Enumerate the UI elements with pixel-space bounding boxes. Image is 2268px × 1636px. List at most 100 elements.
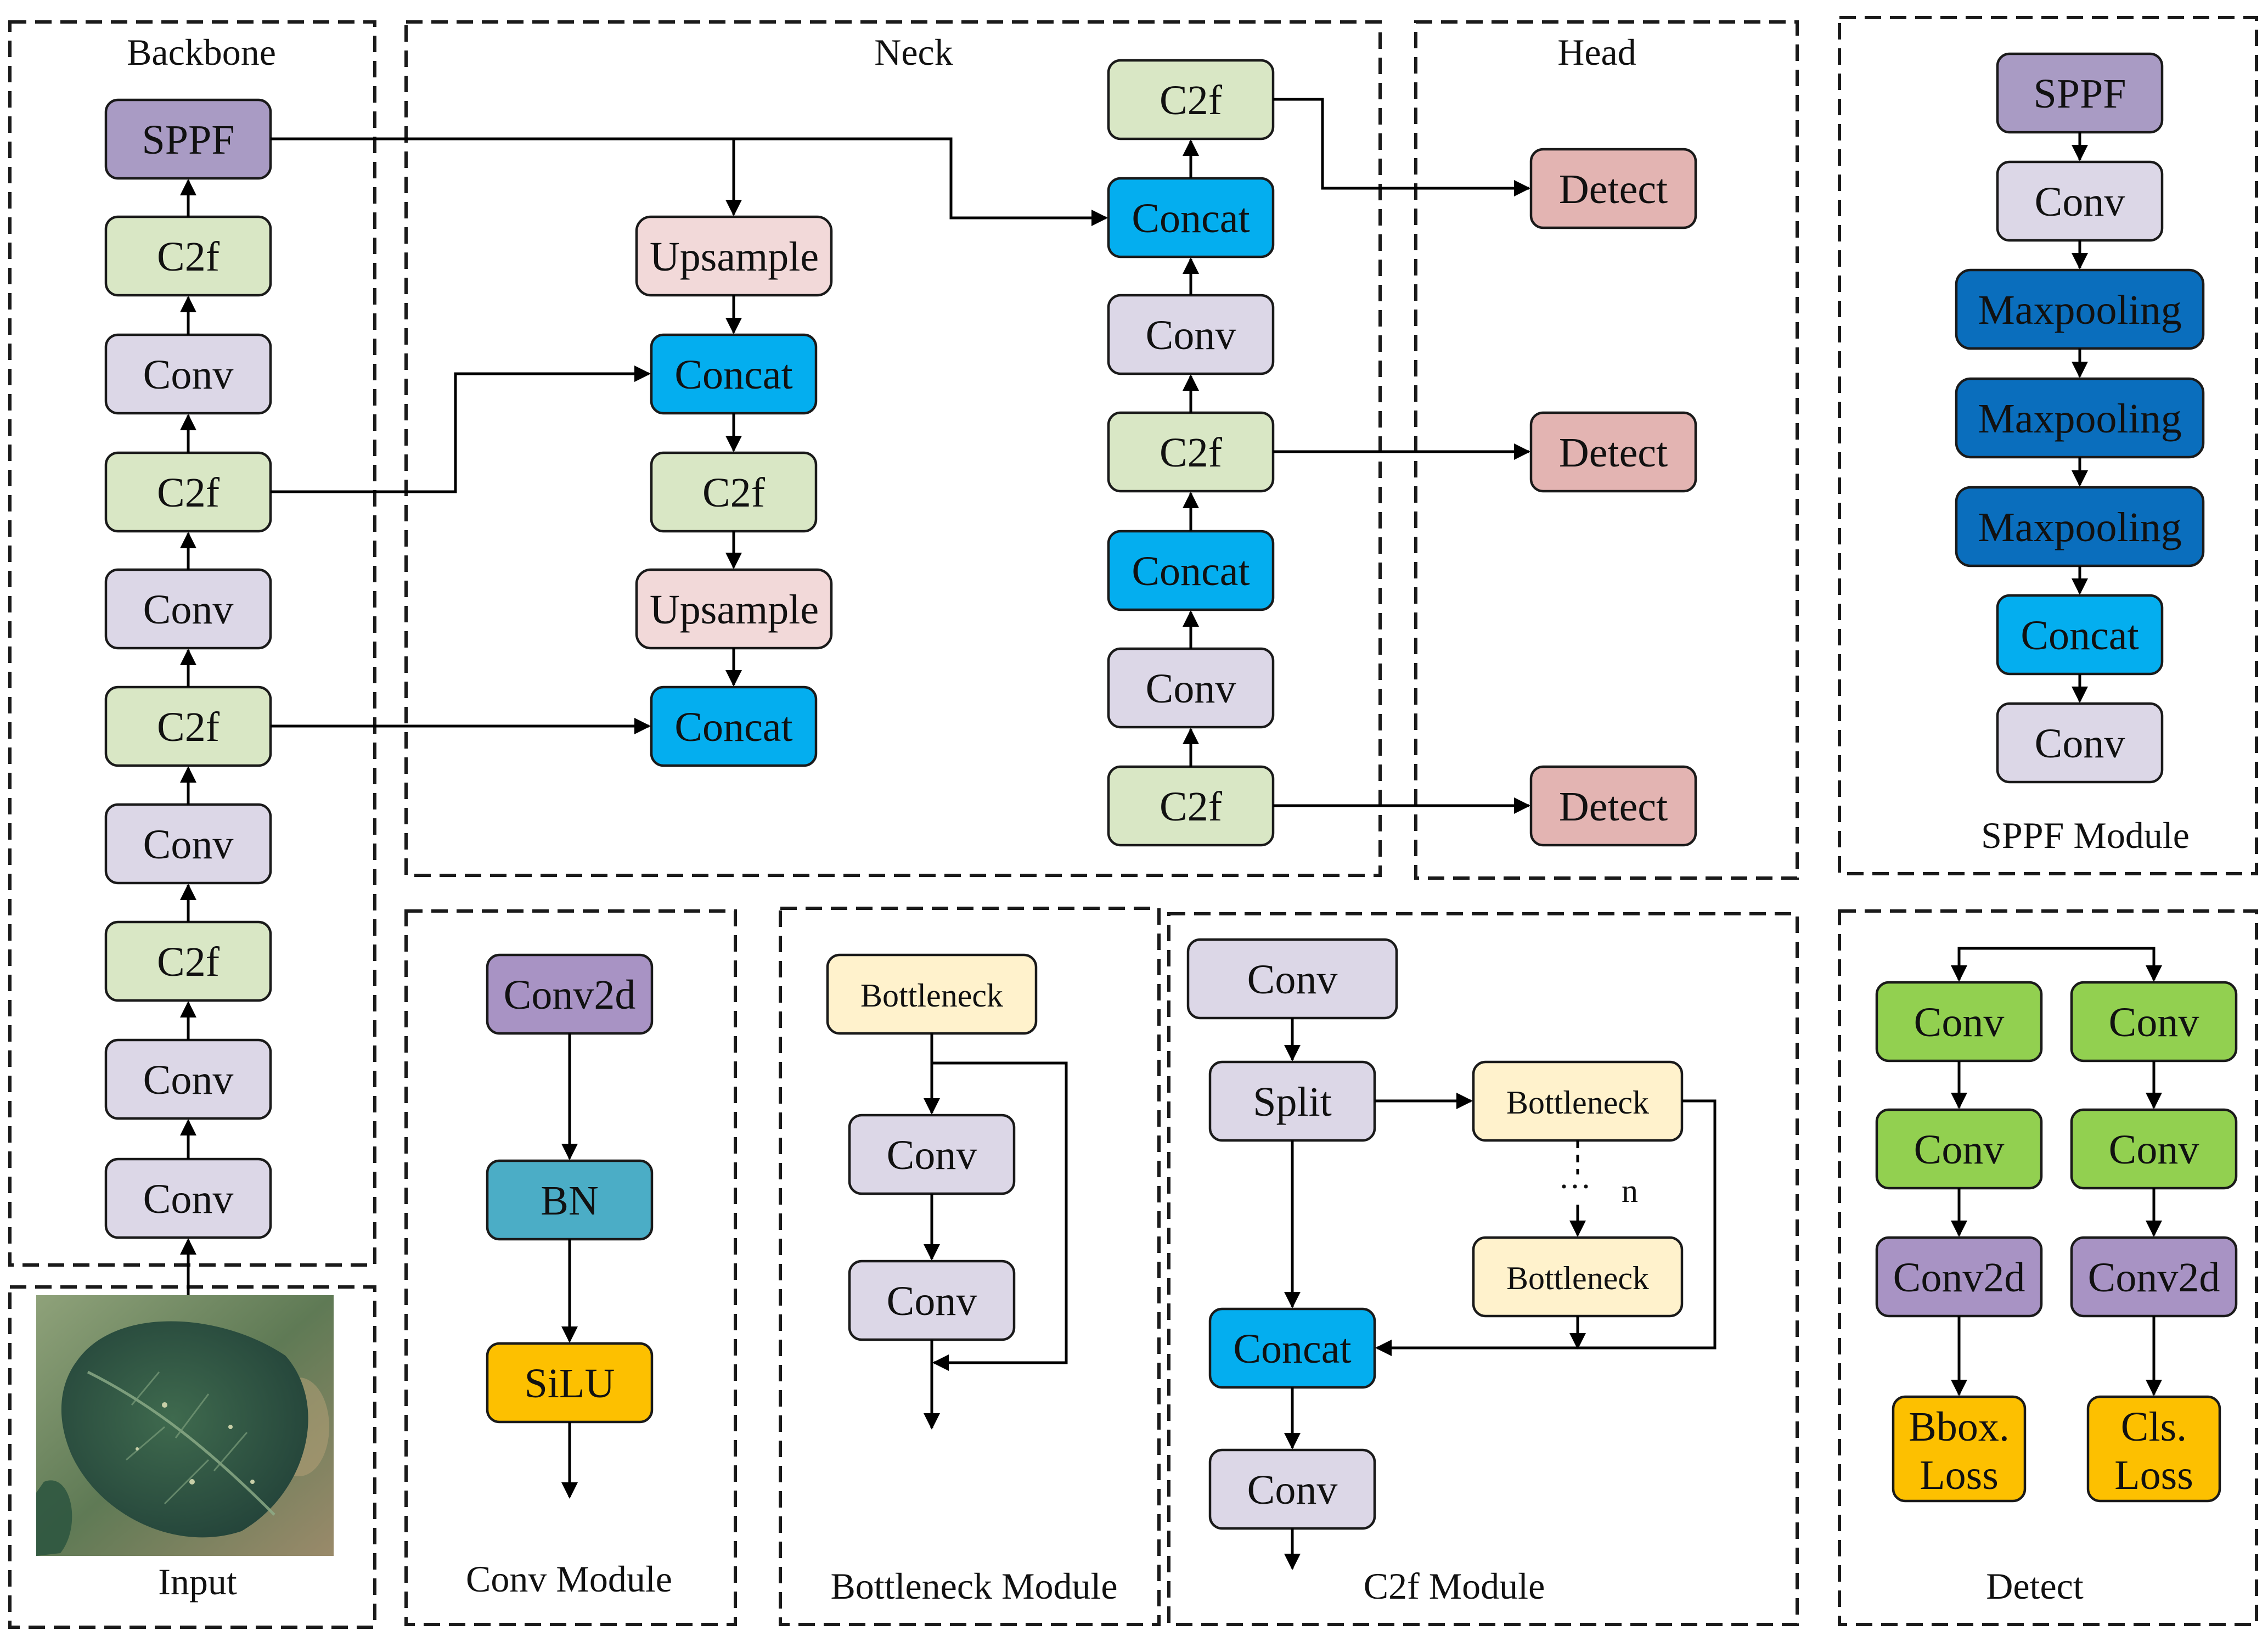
head-detect: Detect (1529, 765, 1697, 847)
svg-text:Conv: Conv (1247, 957, 1338, 1003)
svg-text:Conv: Conv (1146, 312, 1236, 358)
c2f-module-bottleneck: Bottleneck (1472, 1236, 1684, 1318)
c2f-module-panel (1167, 912, 1799, 1626)
head-detect: Detect (1529, 411, 1697, 493)
svg-text:Bbox.: Bbox. (1909, 1404, 2010, 1450)
svg-text:Upsample: Upsample (650, 587, 819, 633)
input-leaf-image (36, 1295, 334, 1556)
conv-module-title: Conv Module (466, 1558, 672, 1600)
main-connectors (271, 98, 1530, 814)
svg-text:Conv: Conv (143, 352, 234, 398)
svg-text:Conv: Conv (2109, 1127, 2199, 1173)
svg-text:Bottleneck: Bottleneck (1506, 1260, 1649, 1296)
sppf-module-panel (1838, 16, 2258, 875)
svg-text:Concat: Concat (1132, 548, 1250, 594)
sppf-module-maxpooling: Maxpooling (1955, 486, 2205, 567)
bottleneck-module-conv: Conv (848, 1260, 1016, 1341)
detect-module-panel (1838, 909, 2258, 1626)
svg-text:Conv: Conv (143, 1057, 234, 1103)
c2f-module-conv: Conv (1208, 1448, 1376, 1530)
c2f-module-title: C2f Module (1364, 1565, 1545, 1607)
svg-text:Conv2d: Conv2d (504, 972, 636, 1018)
svg-text:Concat: Concat (674, 704, 792, 750)
detect-module-conv: Conv (1875, 981, 2043, 1062)
bottleneck-module-conv: Conv (848, 1114, 1016, 1195)
svg-text:Conv: Conv (143, 587, 234, 633)
svg-text:Conv: Conv (1146, 666, 1236, 712)
svg-text:SPPF: SPPF (142, 117, 234, 163)
svg-text:Loss: Loss (2114, 1452, 2193, 1498)
neck-upsample: Upsample (635, 215, 833, 297)
svg-text:C2f: C2f (702, 470, 766, 516)
neck-title: Neck (874, 31, 953, 73)
c2f-module-n-label: n (1622, 1173, 1638, 1209)
svg-text:C2f: C2f (1160, 430, 1223, 476)
c2f-module-split: Split (1208, 1060, 1376, 1142)
neck-conv: Conv (1107, 294, 1275, 375)
svg-text:SiLU: SiLU (525, 1360, 615, 1407)
neck-conv: Conv (1107, 647, 1275, 729)
svg-text:Conv2d: Conv2d (1893, 1255, 2025, 1301)
svg-text:Conv: Conv (887, 1132, 977, 1178)
conv-module-silu: SiLU (486, 1342, 654, 1424)
backbone-conv: Conv (104, 568, 272, 650)
conv-module-panel (404, 909, 737, 1626)
sppf-module-conv: Conv (1996, 160, 2164, 242)
detect-module-conv2d: Conv2d (2070, 1236, 2238, 1318)
svg-text:Split: Split (1253, 1079, 1332, 1125)
neck-concat: Concat (1107, 530, 1275, 611)
detect-module-title: Detect (1986, 1565, 2084, 1607)
svg-text:Maxpooling: Maxpooling (1978, 287, 2182, 333)
backbone-conv: Conv (104, 1038, 272, 1120)
svg-text:Conv: Conv (143, 1176, 234, 1222)
c2f-module-arrows (1284, 1018, 1717, 1570)
svg-text:Upsample: Upsample (650, 234, 819, 280)
svg-text:C2f: C2f (1160, 77, 1223, 123)
svg-text:Loss: Loss (1920, 1452, 1999, 1498)
c2f-module-dots: ··· (1558, 1168, 1591, 1205)
backbone-c2f: C2f (104, 451, 272, 533)
detect-module-bbox-loss: Bbox. Loss (1892, 1395, 2027, 1503)
svg-text:Conv: Conv (887, 1278, 977, 1324)
head-title: Head (1557, 31, 1636, 73)
svg-text:Conv: Conv (1914, 999, 2005, 1045)
svg-text:C2f: C2f (157, 704, 220, 750)
sppf-module-maxpooling: Maxpooling (1955, 268, 2205, 350)
backbone-conv: Conv (104, 1157, 272, 1239)
backbone-conv: Conv (104, 803, 272, 885)
backbone-conv: Conv (104, 333, 272, 415)
svg-text:Conv: Conv (2035, 179, 2125, 225)
detect-module-conv2d: Conv2d (1875, 1236, 2043, 1318)
input-title: Input (158, 1561, 237, 1603)
neck-panel (404, 20, 1382, 877)
backbone-c2f: C2f (104, 920, 272, 1002)
svg-text:Maxpooling: Maxpooling (1978, 396, 2182, 442)
svg-text:Concat: Concat (1233, 1326, 1351, 1372)
detect-module-conv: Conv (2070, 981, 2238, 1062)
bottleneck-module-panel (779, 907, 1161, 1626)
svg-text:Bottleneck: Bottleneck (860, 977, 1003, 1014)
svg-text:Detect: Detect (1559, 430, 1668, 476)
sppf-module-conv: Conv (1996, 702, 2164, 784)
sppf-module-sppf: SPPF (1996, 52, 2164, 134)
svg-text:Detect: Detect (1559, 784, 1668, 830)
backbone-c2f: C2f (104, 215, 272, 297)
svg-text:Concat: Concat (674, 352, 792, 398)
c2f-module-concat: Concat (1208, 1307, 1376, 1389)
neck-c2f: C2f (650, 451, 818, 533)
svg-text:Conv: Conv (1247, 1467, 1338, 1513)
c2f-module-conv: Conv (1186, 938, 1398, 1020)
svg-text:SPPF: SPPF (2033, 71, 2126, 117)
svg-text:C2f: C2f (157, 470, 220, 516)
neck-c2f: C2f (1107, 59, 1275, 140)
neck-c2f: C2f (1107, 765, 1275, 847)
c2f-module-bottleneck: Bottleneck (1472, 1060, 1684, 1142)
backbone-sppf: SPPF (104, 98, 272, 180)
svg-text:Cls.: Cls. (2121, 1404, 2187, 1450)
conv-module-bn: BN (486, 1159, 654, 1241)
svg-text:Conv: Conv (1914, 1127, 2005, 1173)
input-panel (8, 1285, 376, 1629)
svg-text:C2f: C2f (1160, 784, 1223, 830)
conv-module-conv2d: Conv2d (486, 953, 654, 1035)
